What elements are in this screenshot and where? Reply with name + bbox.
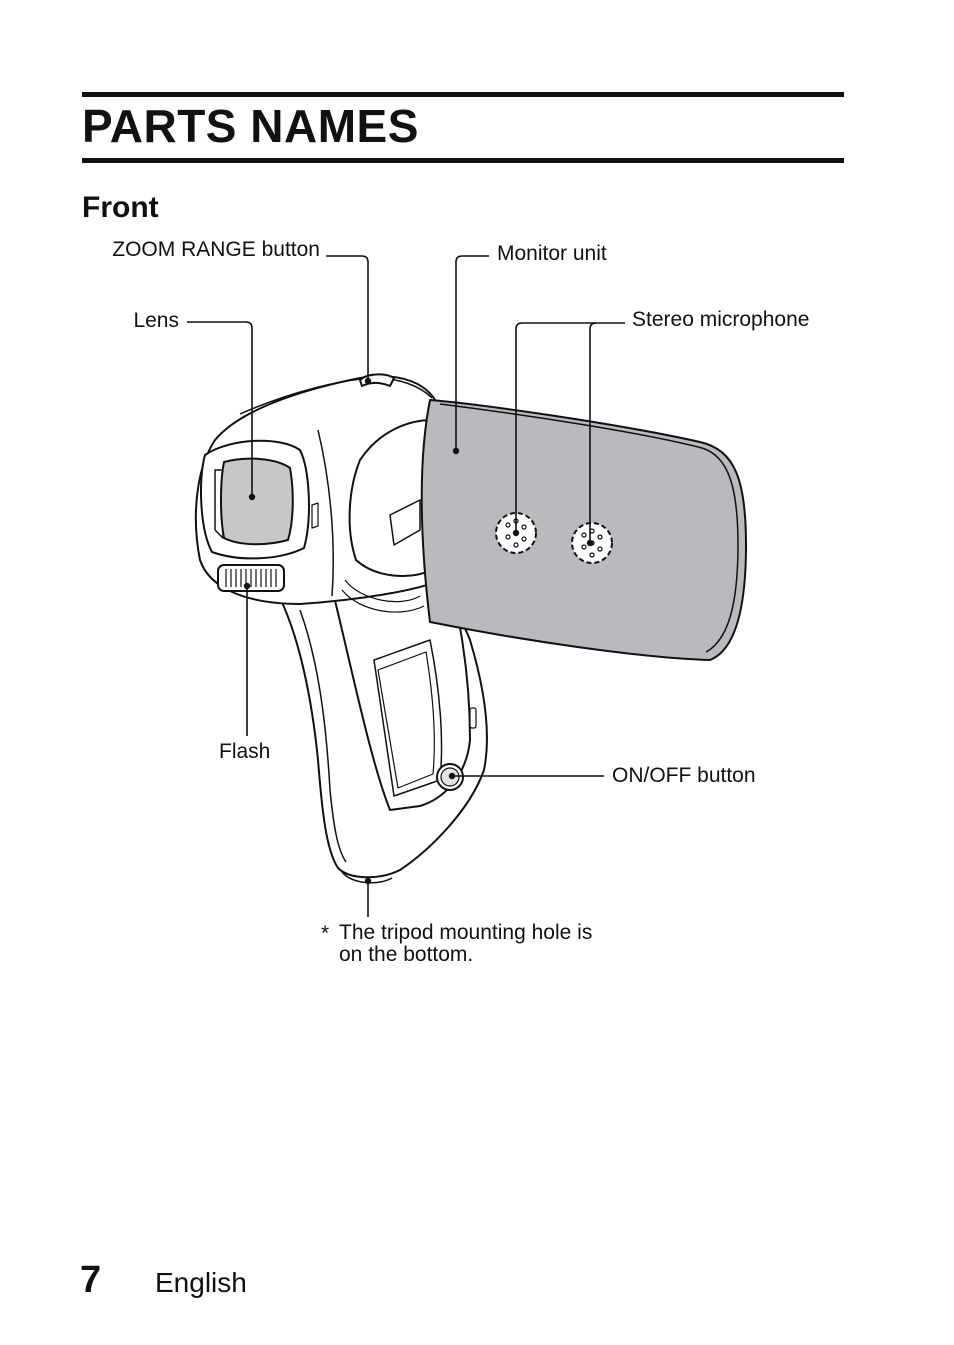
footnote-marker: * [321,922,329,945]
label-on-off-button: ON/OFF button [612,764,756,787]
leader-monitor [455,255,489,451]
camcorder-illustration [194,373,747,884]
leader-dots [243,377,594,885]
page-title: PARTS NAMES [82,100,419,152]
leader-stereo-mic-left [515,322,625,533]
title-rule-top [82,92,844,97]
label-monitor-unit: Monitor unit [497,242,607,265]
label-lens: Lens [133,309,179,332]
leader-lines [187,255,625,917]
monitor-hinge [348,419,433,577]
label-flash: Flash [219,740,270,763]
leader-zoom-range [326,255,369,381]
label-zoom-range-button: ZOOM RANGE button [112,238,320,261]
page-language: English [155,1267,247,1298]
leader-lens [187,321,253,497]
leader-stereo-mic-right [589,322,597,543]
footnote-line-1: The tripod mounting hole is [339,921,592,944]
title-rule-bottom [82,158,844,163]
lens-glass [220,457,294,546]
page-number: 7 [80,1259,102,1301]
footnote-line-2: on the bottom. [339,943,473,966]
label-stereo-microphone: Stereo microphone [632,308,809,331]
section-title: Front [82,191,159,224]
